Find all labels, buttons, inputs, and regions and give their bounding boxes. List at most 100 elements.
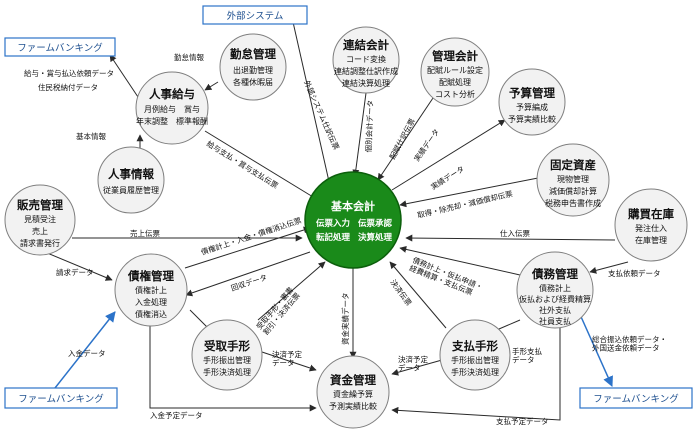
- module-item: 資金繰予算: [333, 389, 373, 399]
- flow-label: 給与支払・賞与支払伝票: [205, 138, 281, 190]
- flow-label: 個別会計データ: [363, 100, 375, 153]
- conn-firm-saiken: [54, 311, 116, 389]
- flow-label: 取得・除売却・減価償却伝票: [416, 188, 514, 220]
- external-system-box: 外部システム: [202, 5, 308, 25]
- conn-uketori-core: [257, 261, 326, 321]
- module-title: 予算管理: [509, 86, 555, 100]
- flow-label: 基本情報: [76, 131, 106, 141]
- flow-label: 給与・賞与払込依頼データ: [24, 68, 114, 78]
- firm-banking-label: ファームバンキング: [593, 393, 679, 405]
- flow-label: 総合振込依頼データ・外国送金依頼データ: [592, 334, 667, 353]
- flow-label: 回収データ: [230, 272, 269, 293]
- module-item: 出退勤管理: [233, 65, 273, 75]
- module-jinji-kyuyo: 人事給与 月例給与 賞与 年末調整 標準報酬: [135, 71, 209, 145]
- module-kanri: 管理会計 配賦ルール設定 配賦処理 コスト分析: [420, 37, 490, 107]
- conn-uketori-shikin: [261, 351, 317, 372]
- conn-kyuyo-core: [204, 130, 319, 201]
- core-item: 決算処理: [358, 232, 393, 243]
- module-item: 社外支払: [539, 305, 571, 315]
- firm-banking-label: ファームバンキング: [18, 393, 104, 405]
- module-title: 管理会計: [432, 49, 478, 63]
- module-item: 在庫管理: [635, 235, 667, 245]
- conn-shiharai-shikin: [391, 359, 443, 376]
- conn-kinmu-kyuyo: [204, 81, 219, 91]
- module-hanbai: 販売管理 見積受注 売上 請求書発行: [4, 184, 76, 256]
- module-item: 連結調整仕訳作成: [334, 66, 398, 76]
- conn-saiken-core: [184, 226, 311, 269]
- conn-kyuyo-firm: [109, 54, 141, 101]
- module-item: 予算実績比較: [508, 114, 556, 124]
- flow-label: 仕入伝票: [500, 228, 530, 238]
- core-item: 伝票承認: [358, 218, 393, 229]
- module-yosan: 予算管理 予算編成 予算実績比較: [498, 68, 566, 136]
- module-item: コード変換: [346, 54, 386, 64]
- flow-label: 請求データ: [56, 267, 94, 277]
- conn-saiken-shikin: [149, 318, 317, 412]
- module-item: 従業員履歴管理: [103, 185, 159, 195]
- conn-gaibu-core: [292, 21, 333, 187]
- module-item: 配賦ルール設定: [427, 65, 483, 75]
- flow-label: 勤怠情報: [174, 52, 204, 62]
- conn-kanri-core: [377, 97, 434, 181]
- firm-banking-label: ファームバンキング: [17, 42, 103, 54]
- module-item: 手形決済処理: [203, 367, 251, 377]
- conn-saimu-core: [399, 245, 521, 276]
- flow-label: 決済予定データ: [272, 349, 302, 368]
- conn-shiharai-core: [389, 261, 447, 329]
- firm-banking-box-bottom-right: ファームバンキング: [579, 387, 693, 409]
- module-title: 連結会計: [343, 38, 389, 52]
- module-title: 資金管理: [330, 373, 376, 387]
- module-title: 販売管理: [17, 198, 63, 212]
- module-item: 売上: [32, 226, 48, 236]
- module-item: 予測実績比較: [329, 401, 377, 411]
- module-renketsu: 連結会計 コード変換 連結調整仕訳作成 連結決算処理: [332, 26, 400, 94]
- connectors: [39, 21, 629, 421]
- module-konyu: 購買在庫 発注仕入 在庫管理: [614, 188, 688, 262]
- firm-banking-box-top-left: ファームバンキング: [4, 37, 116, 57]
- flow-label: 資金実績データ: [340, 293, 350, 346]
- module-item: 債権計上: [135, 285, 167, 295]
- module-item: 減価償却計算: [549, 186, 597, 196]
- module-item: コスト分析: [435, 89, 475, 99]
- module-uketori: 受取手形 手形振出管理 手形決済処理: [191, 319, 263, 391]
- flow-label: 配賦仕訳伝票: [387, 116, 417, 161]
- module-title: 支払手形: [451, 339, 498, 353]
- flow-label: 受取手形・裏書割引・決済伝票: [254, 284, 302, 337]
- conn-konyu-core: [405, 234, 616, 242]
- module-item: 税務申告書作成: [545, 198, 601, 208]
- module-item: 連結決算処理: [342, 78, 390, 88]
- module-item: 手形振出管理: [203, 355, 251, 365]
- external-system-label: 外部システム: [227, 10, 284, 22]
- module-title: 人事情報: [108, 167, 154, 181]
- core-accounting-node: 基本会計 伝票入力 伝票承認 転記処理 決算処理: [304, 171, 402, 269]
- module-item: 社員支払: [539, 316, 571, 326]
- module-saimu: 債務管理 債務計上 仮払および経費精算 社外支払 社員支払: [516, 251, 594, 329]
- module-item: 手形振出管理: [451, 355, 499, 365]
- flow-label: 実績データ: [411, 127, 441, 163]
- core-item: 転記処理: [316, 232, 351, 243]
- module-item: 債権消込: [135, 309, 167, 319]
- flow-label: 外部システム仕訳伝票: [302, 79, 342, 152]
- module-item: 見積受注: [24, 214, 56, 224]
- flow-label: 支払依頼データ: [608, 268, 661, 278]
- core-title: 基本会計: [330, 199, 375, 213]
- module-item: 配賦処理: [439, 77, 471, 87]
- module-title: 購買在庫: [627, 207, 674, 221]
- flow-label: 手形支払データ: [512, 346, 542, 365]
- core-item: 伝票入力: [316, 218, 350, 229]
- flow-label: 債権計上・入金・債権消込伝票: [200, 215, 303, 257]
- conn-saimu-firm: [577, 309, 613, 387]
- conn-hanbai-saiken: [39, 249, 113, 281]
- module-saiken: 債権管理 債権計上 入金処理 債権消込: [114, 253, 188, 327]
- conn-kotei-core: [399, 177, 539, 208]
- flow-label: 決済伝票: [388, 277, 414, 308]
- flow-label: 入金データ: [68, 348, 106, 358]
- flow-label: 売上伝票: [130, 228, 160, 238]
- module-item: 月例給与 賞与: [144, 104, 200, 114]
- module-item: 請求書発行: [20, 238, 60, 248]
- module-shiharai: 支払手形 手形振出管理 手形決済処理: [439, 319, 511, 391]
- flow-label: 支払予定データ: [496, 416, 549, 426]
- module-title: 債権管理: [127, 269, 174, 283]
- conn-renketsu-core: [352, 92, 367, 177]
